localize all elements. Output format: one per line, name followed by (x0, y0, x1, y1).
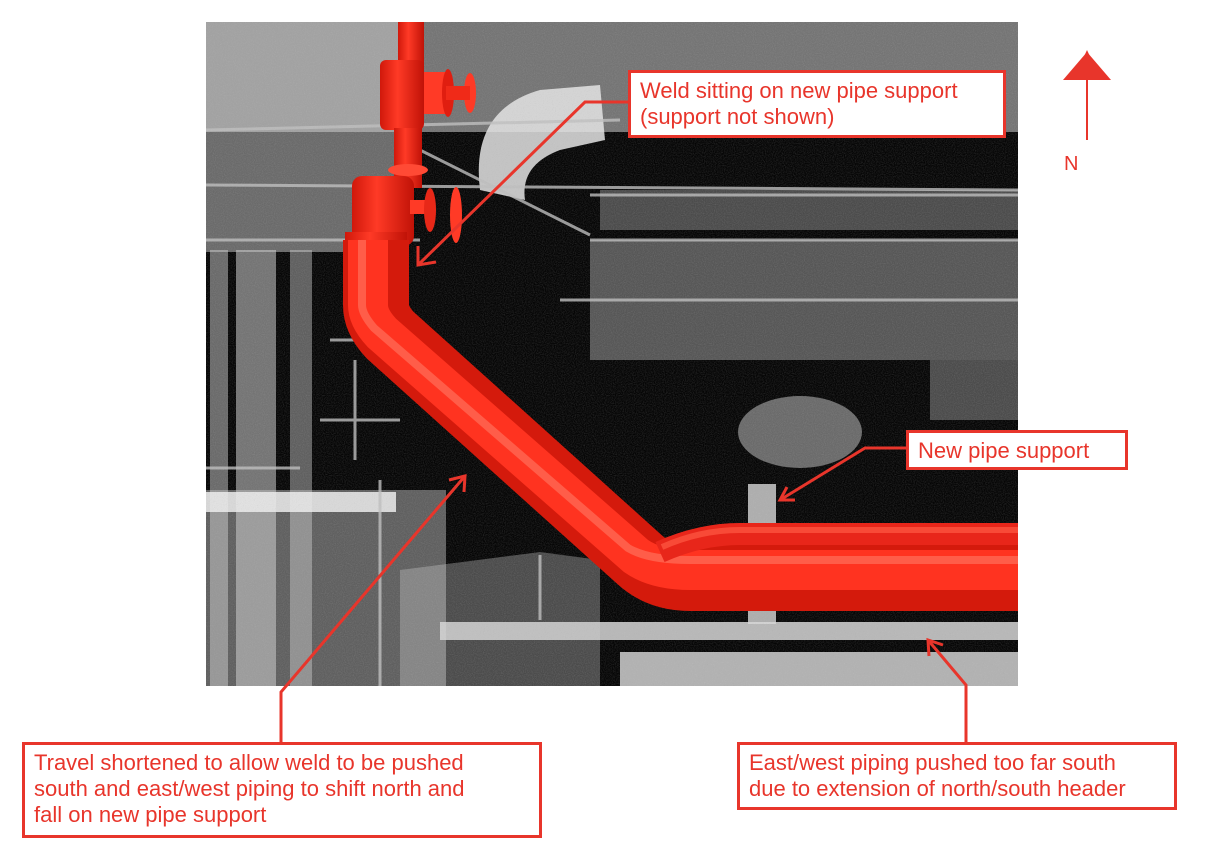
leader-weld (416, 100, 628, 267)
callout-line: south and east/west piping to shift nort… (34, 776, 465, 801)
callout-line: New pipe support (918, 438, 1090, 463)
callout-line: Travel shortened to allow weld to be pus… (34, 750, 464, 775)
leader-new-support (779, 446, 906, 502)
callout-weld-support: Weld sitting on new pipe support (suppor… (628, 70, 1006, 138)
callout-line: due to extension of north/south header (749, 776, 1126, 801)
north-label: N (1064, 153, 1079, 175)
callout-line: fall on new pipe support (34, 802, 267, 827)
leader-travel (279, 475, 467, 742)
callout-travel-shortened: Travel shortened to allow weld to be pus… (22, 742, 542, 838)
callout-line: East/west piping pushed too far south (749, 750, 1116, 775)
callout-line: Weld sitting on new pipe support (640, 78, 958, 103)
valve-body (380, 60, 424, 130)
red-pipe-model (343, 22, 1018, 611)
callout-line: (support not shown) (640, 104, 835, 129)
callout-east-west-piping: East/west piping pushed too far south du… (737, 742, 1177, 810)
callout-new-pipe-support: New pipe support (906, 430, 1128, 470)
north-arrow-icon (1063, 50, 1111, 140)
leader-lines (279, 100, 968, 742)
leader-east-west (926, 639, 968, 742)
